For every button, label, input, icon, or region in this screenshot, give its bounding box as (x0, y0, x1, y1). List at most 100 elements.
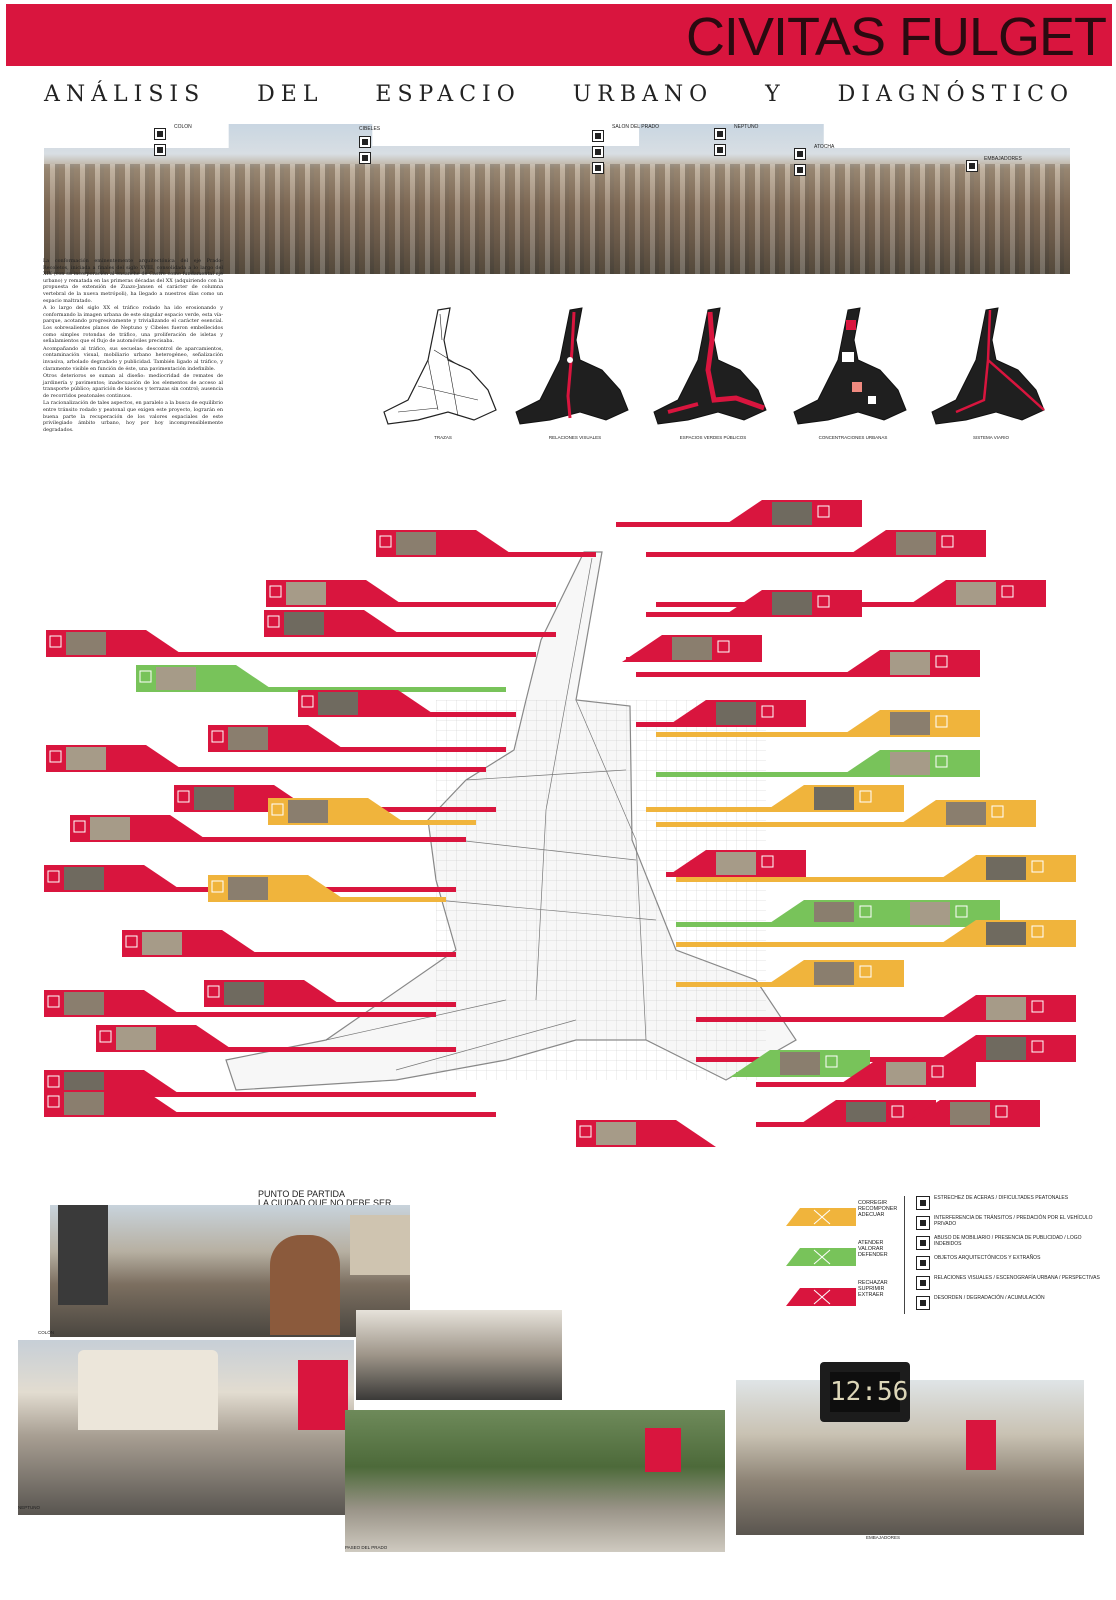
diagnosis-legend: CORREGIR RECOMPONER ADECUAR ATENDER VALO… (786, 1195, 1106, 1316)
panorama-label: ATOCHA (814, 144, 835, 150)
callout-leader-line (358, 712, 516, 717)
diagnosis-diagram (36, 480, 1076, 1150)
diagnosis-callout (136, 665, 506, 692)
diagnosis-callout (646, 785, 904, 812)
diagnosis-diagram-svg (44, 500, 1076, 1147)
photo-colon (50, 1205, 410, 1337)
diagnosis-callout (646, 590, 862, 617)
callout-photo (64, 1072, 104, 1095)
callout-photo (950, 1102, 990, 1125)
callout-diagnosis-icon (1001, 585, 1014, 598)
callout-leader-line (796, 1122, 940, 1127)
diagnosis-callout (656, 750, 980, 777)
callout-diagnosis-icon (47, 870, 60, 883)
callout-diagnosis-icon (271, 803, 284, 816)
diagnosis-callout (208, 725, 506, 752)
callout-diagnosis-icon (267, 615, 280, 628)
legend-text: ATENDER VALORAR DEFENDER (858, 1240, 904, 1259)
callout-leader-line (130, 837, 466, 842)
callout-diagnosis-icon (825, 1055, 838, 1068)
callout-photo (318, 692, 358, 715)
traffic-icon (794, 164, 806, 176)
callout-diagnosis-icon (73, 820, 86, 833)
photo-red-bus (298, 1360, 348, 1430)
photo-caption: PASEO DEL PRADO (345, 1545, 388, 1550)
panorama-label: NEPTUNO (734, 124, 759, 130)
legend-icon-row: ESTRECHEZ DE ACERAS / DIFICULTADES PEATO… (916, 1195, 1106, 1216)
callout-photo (66, 632, 106, 655)
legend-line: VALORAR (858, 1246, 884, 1253)
photo-caption: EMBAJADORES (866, 1535, 901, 1540)
callout-leader-line (156, 1047, 456, 1052)
callout-photo (896, 532, 936, 555)
callout-diagnosis-icon (579, 1125, 592, 1138)
callout-photo (64, 867, 104, 890)
legend-swatch-yellow (786, 1208, 856, 1226)
callout-photo (780, 1052, 820, 1075)
photo-gas-sign (966, 1420, 996, 1470)
callout-photo (228, 727, 268, 750)
subtitle-word: ESPACIO (375, 82, 521, 107)
callout-diagnosis-icon (931, 1065, 944, 1078)
diagnosis-callout (70, 815, 466, 842)
callout-leader-line (326, 602, 556, 607)
diagnosis-callout (666, 850, 806, 877)
poster-title: CIVITAS FULGET (685, 7, 1107, 66)
callout-photo (142, 932, 182, 955)
callout-diagnosis-icon (139, 670, 152, 683)
legend-line: DEFENDER (858, 1252, 888, 1259)
legend-text: RECHAZAR SUPRIMIR EXTRAER (858, 1280, 904, 1299)
diagnosis-callout (656, 710, 980, 737)
callout-photo (846, 1102, 886, 1125)
callout-photo (66, 747, 106, 770)
callout-leader-line (104, 1092, 476, 1097)
diagnosis-callout (46, 630, 536, 657)
callout-leader-line (268, 897, 446, 902)
callout-photo (814, 902, 854, 925)
callout-leader-line (676, 982, 804, 987)
mini-map-caption: RELACIONES VISUALES (548, 435, 602, 440)
diagnosis-callout (44, 990, 436, 1017)
callout-photo (64, 1092, 104, 1115)
diagnosis-callout (44, 1090, 496, 1117)
analysis-paragraph: La racionalización de tales aspectos, en… (43, 400, 223, 433)
diagnosis-callout (96, 1025, 456, 1052)
callout-leader-line (676, 877, 976, 882)
subtitle-word: DIAGNÓSTICO (837, 82, 1074, 107)
mini-map-caption: SISTEMA VIARIO (972, 435, 1009, 440)
legend-text: CORREGIR RECOMPONER ADECUAR (858, 1200, 904, 1219)
callout-diagnosis-icon (211, 730, 224, 743)
callout-diagnosis-icon (47, 995, 60, 1008)
callout-diagnosis-icon (859, 790, 872, 803)
photo-caption: NEPTUNO (18, 1505, 41, 1510)
callout-diagnosis-icon (99, 1030, 112, 1043)
mini-map-caption: CONCENTRACIONES URBANAS (818, 435, 888, 440)
traffic-icon (916, 1216, 930, 1230)
furniture-icon (592, 130, 604, 142)
legend-line: EXTRAER (858, 1292, 884, 1299)
subtitle-word: URBANO (572, 82, 714, 107)
visual-relation-icon (714, 128, 726, 140)
legend-line: ATENDER (858, 1240, 884, 1246)
sidewalk-icon (714, 144, 726, 156)
callout-diagnosis-icon (211, 880, 224, 893)
callout-diagnosis-icon (49, 750, 62, 763)
poster-subtitle: ANÁLISIS DEL ESPACIO URBANO Y DIAGNÓSTIC… (44, 82, 1074, 107)
legend-line: RECHAZAR (858, 1280, 888, 1286)
callout-diagnosis-icon (935, 755, 948, 768)
callout-photo (716, 702, 756, 725)
legend-category-rechazar: RECHAZAR SUPRIMIR EXTRAER (786, 1276, 902, 1308)
diagnosis-callout (646, 530, 986, 557)
photo-paseo-del-prado (345, 1410, 725, 1552)
callout-photo (956, 582, 996, 605)
legend-divider (904, 1196, 905, 1314)
mini-map-drawing (383, 307, 497, 425)
callout-diagnosis-icon (379, 535, 392, 548)
diagnosis-callout (576, 1120, 716, 1147)
mini-map-relaciones: RELACIONES VISUALES (510, 300, 640, 440)
callout-leader-line (264, 1002, 456, 1007)
photo-tower (58, 1205, 108, 1305)
analysis-paragraph: Otros deterioros se suman al diseño: med… (43, 373, 223, 399)
callout-photo (90, 817, 130, 840)
callout-diagnosis-icon (47, 1095, 60, 1108)
